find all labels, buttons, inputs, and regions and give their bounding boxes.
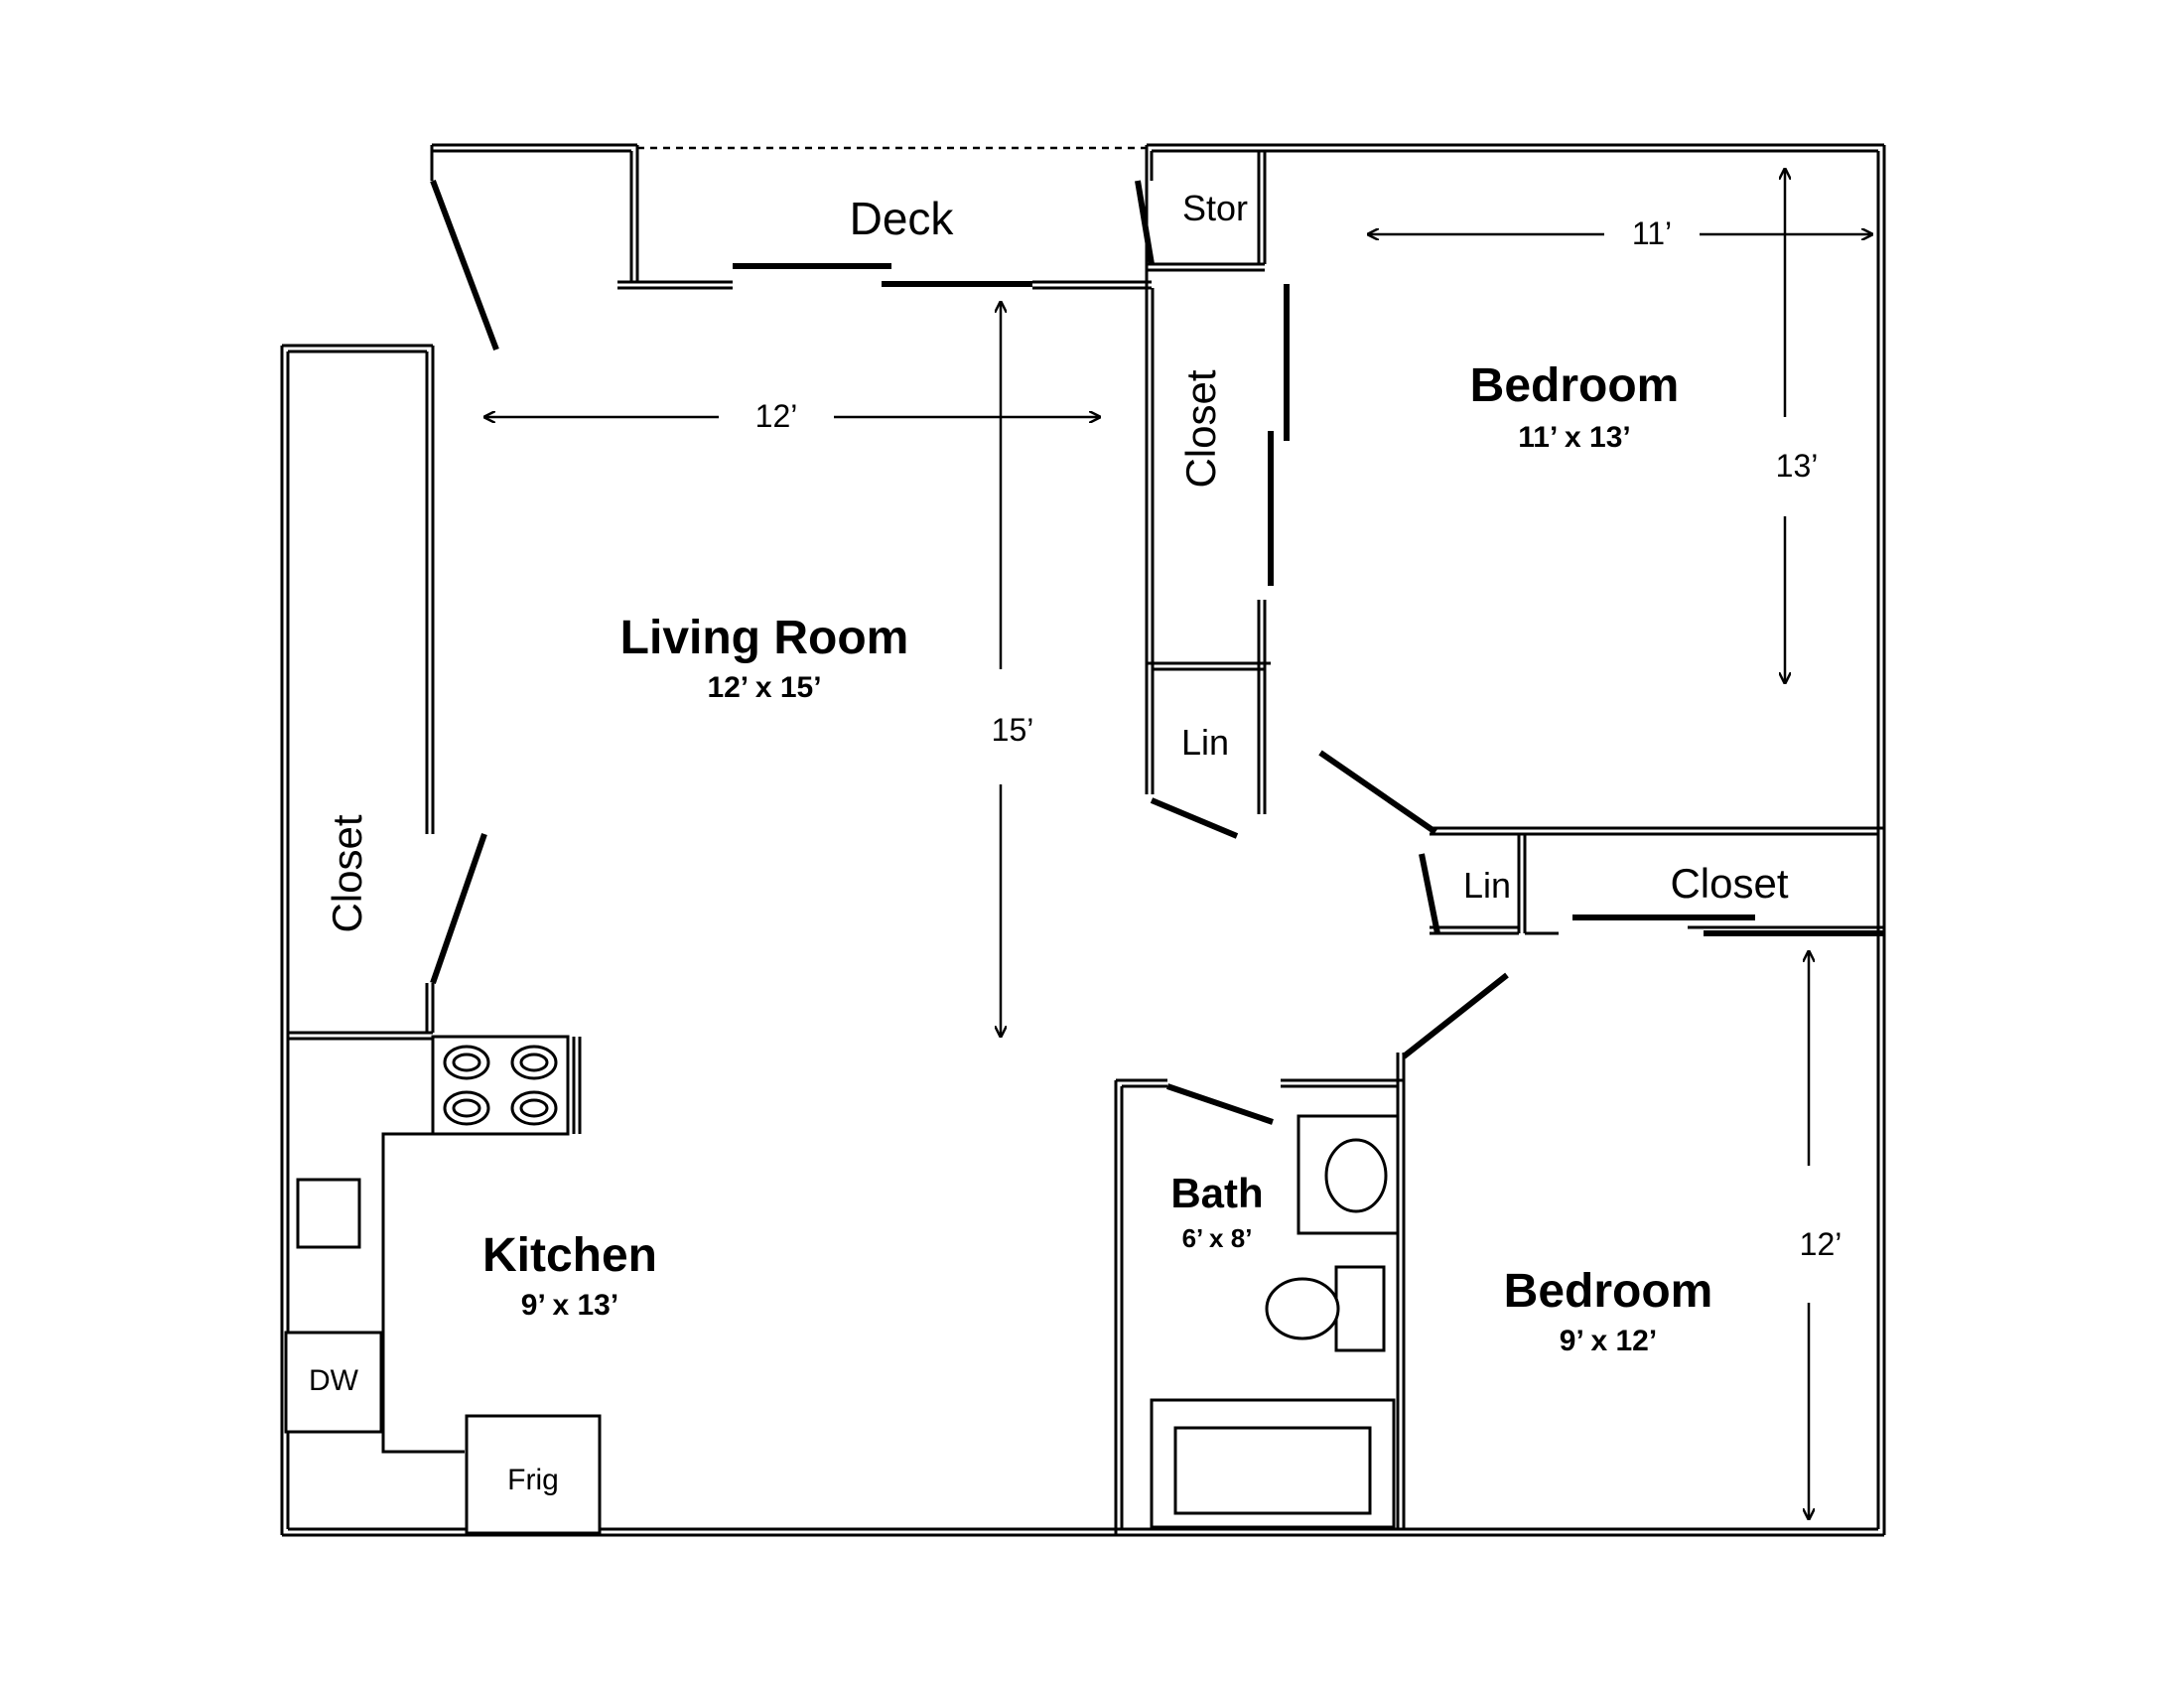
living-closet-label: Closet bbox=[324, 814, 370, 932]
bath-size: 6’ x 8’ bbox=[1182, 1223, 1253, 1253]
bedroom1-door bbox=[1318, 750, 1437, 835]
bedroom2-size: 9’ x 12’ bbox=[1560, 1325, 1657, 1357]
bedroom2-name: Bedroom bbox=[1504, 1265, 1713, 1318]
bath-name: Bath bbox=[1170, 1170, 1263, 1216]
entry-door bbox=[430, 179, 499, 352]
toilet-icon bbox=[1265, 1265, 1386, 1352]
bedroom2-door bbox=[1402, 972, 1509, 1059]
bedroom1-depth-label: 13’ bbox=[1776, 448, 1819, 484]
sink-icon bbox=[296, 1178, 361, 1249]
living-width-label: 12’ bbox=[755, 398, 798, 434]
hall-closet-label: Closet bbox=[1670, 860, 1788, 907]
dishwasher-label: DW bbox=[309, 1364, 359, 1397]
kitchen-name: Kitchen bbox=[482, 1229, 657, 1282]
bedroom1-closet-label: Closet bbox=[1177, 369, 1224, 488]
stor-door bbox=[1135, 180, 1155, 265]
living-closet-door bbox=[430, 833, 487, 984]
dimension-labels: 12’ 15’ 11’ 13’ 12’ bbox=[755, 215, 1843, 1262]
doors bbox=[430, 179, 1884, 1125]
dimension-lines bbox=[484, 169, 1872, 1519]
linen-label-1: Lin bbox=[1181, 722, 1229, 763]
hall-linen-door bbox=[1419, 853, 1440, 934]
bath-door bbox=[1166, 1083, 1274, 1125]
fixtures: DW Frig bbox=[284, 1035, 1400, 1535]
bath-sink-icon bbox=[1297, 1114, 1400, 1235]
bedroom1-name: Bedroom bbox=[1470, 359, 1680, 412]
walls bbox=[280, 143, 1886, 1537]
bedroom1-size: 11’ x 13’ bbox=[1518, 421, 1630, 454]
bedroom2-depth-label: 12’ bbox=[1800, 1226, 1843, 1262]
fridge-label: Frig bbox=[507, 1464, 559, 1496]
storage-label: Stor bbox=[1182, 188, 1248, 228]
linen-door bbox=[1150, 797, 1239, 839]
kitchen-size: 9’ x 13’ bbox=[521, 1289, 618, 1322]
living-depth-label: 15’ bbox=[992, 712, 1034, 748]
dishwasher-icon bbox=[284, 1331, 383, 1434]
living-room-name: Living Room bbox=[620, 612, 909, 664]
stove-icon bbox=[431, 1035, 582, 1136]
kitchen-counter bbox=[381, 1132, 465, 1454]
linen-label-2: Lin bbox=[1463, 865, 1511, 906]
bathtub-icon bbox=[1150, 1398, 1396, 1529]
fridge-icon bbox=[465, 1414, 602, 1535]
deck-label: Deck bbox=[850, 193, 955, 244]
room-labels: Living Room 12’ x 15’ Kitchen 9’ x 13’ B… bbox=[324, 188, 1789, 1357]
bedroom1-width-label: 11’ bbox=[1632, 215, 1672, 251]
living-room-size: 12’ x 15’ bbox=[707, 671, 821, 704]
